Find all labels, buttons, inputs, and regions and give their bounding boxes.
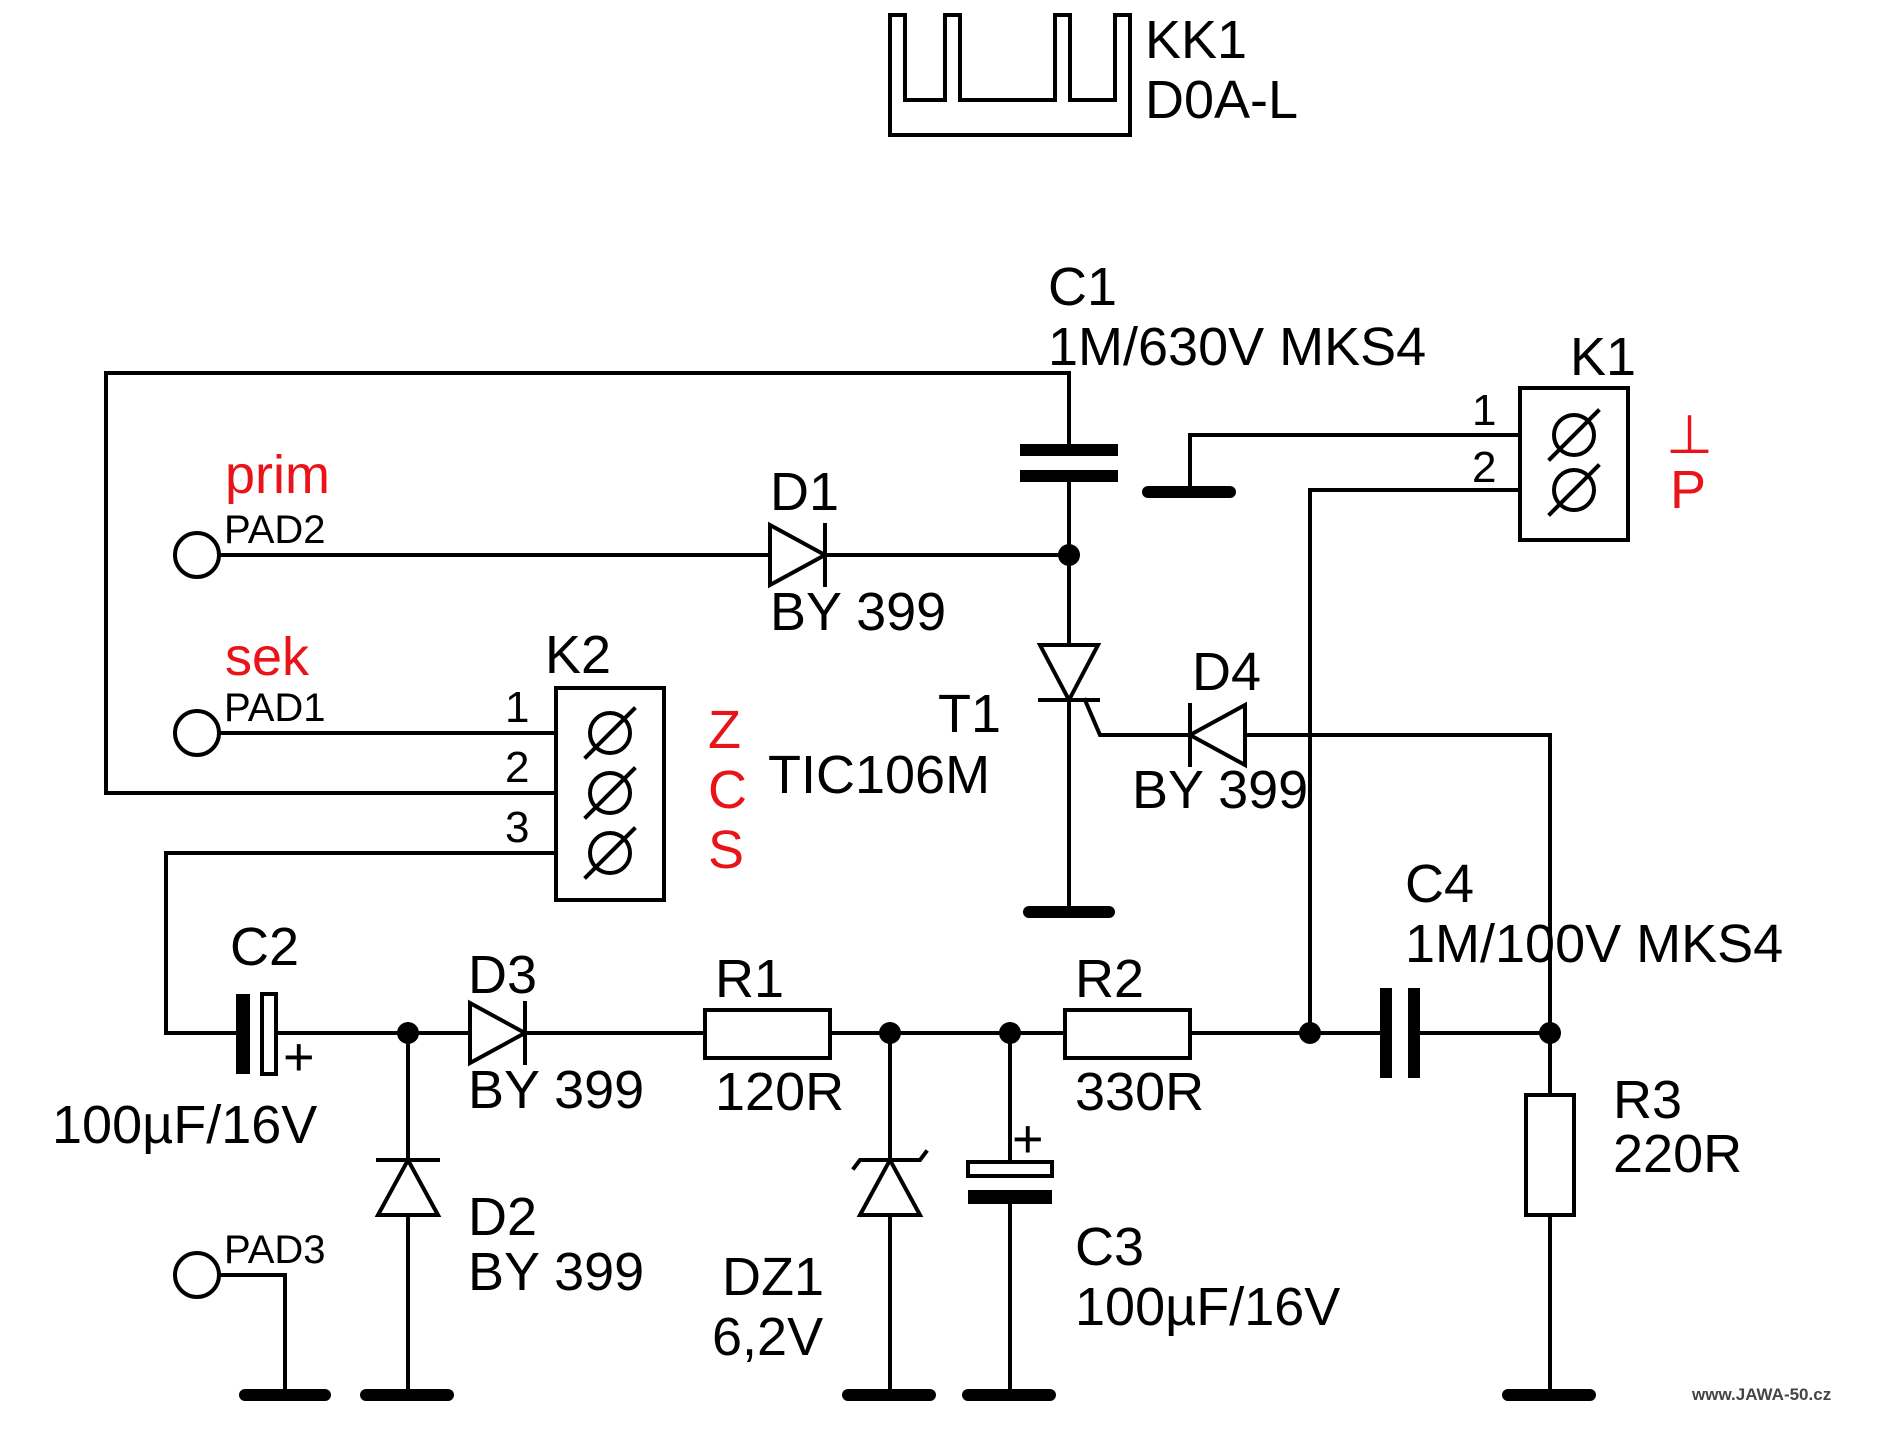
c1-value: 1M/630V MKS4 — [1048, 317, 1426, 377]
k1-ref: K1 — [1570, 327, 1636, 387]
diode-d2: D2 BY 399 — [374, 1155, 644, 1302]
capacitor-c4: C4 1M/100V MKS4 — [1380, 854, 1783, 1078]
resistor-r1: R1 120R — [703, 949, 844, 1122]
pad2-tag: prim — [225, 445, 330, 505]
thyristor-t1: T1 TIC106M — [768, 643, 1102, 805]
pad1-terminal — [173, 709, 221, 757]
k2-pin1: 1 — [505, 683, 529, 732]
pad3-label: PAD3 — [224, 1228, 326, 1272]
dz1-value: 6,2V — [712, 1307, 823, 1367]
wires — [104, 371, 1552, 1395]
junction-c4-left — [1299, 1022, 1321, 1044]
d2-value: BY 399 — [468, 1242, 644, 1302]
connector-k2: K2 1 2 3 Z C S — [505, 625, 747, 902]
diode-d4: D4 BY 399 — [1132, 642, 1308, 820]
heatsink-ref: KK1 — [1145, 10, 1247, 70]
pad2: PAD2 prim — [173, 445, 330, 579]
c3-plate-solid — [968, 1190, 1052, 1204]
pad2-terminal — [173, 531, 221, 579]
d3-ref: D3 — [468, 945, 537, 1005]
k1-pin2: 2 — [1472, 443, 1496, 492]
junction-d2 — [397, 1022, 419, 1044]
heatsink-value: D0A-L — [1145, 70, 1298, 130]
pad3: PAD3 — [173, 1228, 326, 1299]
k2-z-mark: Z — [708, 700, 741, 760]
heatsink-kk1: KK1 D0A-L — [888, 10, 1298, 137]
d1-ref: D1 — [770, 462, 839, 522]
k2-c-mark: C — [708, 760, 747, 820]
d4-ref: D4 — [1192, 642, 1261, 702]
junction-r3 — [1539, 1022, 1561, 1044]
watermark: www.JAWA-50.cz — [1691, 1385, 1831, 1404]
r3-value: 220R — [1613, 1124, 1742, 1184]
c2-polarity: + — [283, 1027, 315, 1087]
junction-c3 — [999, 1022, 1021, 1044]
d3-value: BY 399 — [468, 1060, 644, 1120]
dz1-ref: DZ1 — [722, 1247, 824, 1307]
r1-value: 120R — [715, 1062, 844, 1122]
k1-p-mark: P — [1670, 460, 1706, 520]
pad1-label: PAD1 — [224, 686, 326, 730]
capacitor-c2: + C2 100µF/16V — [52, 917, 317, 1155]
r2-value: 330R — [1075, 1062, 1204, 1122]
c4-ref: C4 — [1405, 854, 1474, 914]
r1-ref: R1 — [715, 949, 784, 1009]
c1-ref: C1 — [1048, 257, 1117, 317]
t1-value: TIC106M — [768, 745, 990, 805]
resistor-r2: R2 330R — [1063, 949, 1204, 1122]
c2-plate-solid — [236, 994, 250, 1074]
zener-dz1: DZ1 6,2V — [712, 1149, 929, 1367]
c3-ref: C3 — [1075, 1217, 1144, 1277]
diode-d1: D1 BY 399 — [768, 462, 946, 642]
diode-d3: D3 BY 399 — [468, 945, 644, 1120]
t1-ref: T1 — [938, 684, 1001, 744]
c2-plate-hollow — [260, 992, 278, 1076]
pad1: PAD1 sek — [173, 627, 326, 757]
r2-ref: R2 — [1075, 949, 1144, 1009]
d2-ref: D2 — [468, 1187, 537, 1247]
c3-plate-hollow — [966, 1160, 1054, 1178]
junctions — [397, 544, 1561, 1044]
c2-ref: C2 — [230, 917, 299, 977]
k2-ref: K2 — [545, 625, 611, 685]
pad1-tag: sek — [225, 627, 310, 687]
connector-k1: K1 1 2 ⊥ P — [1472, 327, 1713, 542]
k2-pin3: 3 — [505, 803, 529, 852]
c3-value: 100µF/16V — [1075, 1277, 1340, 1337]
c3-polarity: + — [1012, 1109, 1044, 1169]
pad3-terminal — [173, 1251, 221, 1299]
c2-value: 100µF/16V — [52, 1095, 317, 1155]
k2-s-mark: S — [708, 820, 744, 880]
pad2-label: PAD2 — [224, 508, 326, 552]
k2-pin2: 2 — [505, 743, 529, 792]
d4-value: BY 399 — [1132, 760, 1308, 820]
junction-dz1 — [879, 1022, 901, 1044]
capacitor-c3: + C3 100µF/16V — [966, 1109, 1340, 1337]
r3-ref: R3 — [1613, 1070, 1682, 1130]
junction-c1-d1 — [1058, 544, 1080, 566]
c4-value: 1M/100V MKS4 — [1405, 914, 1783, 974]
grounds — [239, 486, 1596, 1401]
d1-value: BY 399 — [770, 582, 946, 642]
k1-pin1: 1 — [1472, 386, 1496, 435]
capacitor-c1: C1 1M/630V MKS4 — [1020, 257, 1426, 482]
k1-ground-mark: ⊥ — [1666, 405, 1713, 465]
resistor-r3: R3 220R — [1524, 1070, 1742, 1217]
